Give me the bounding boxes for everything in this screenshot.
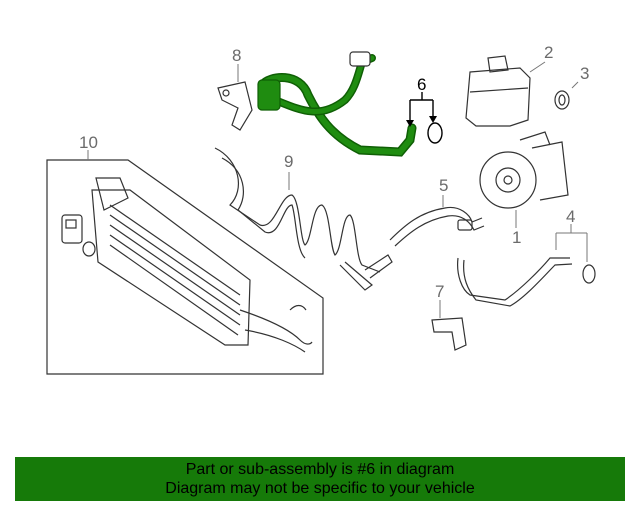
callout-7: 7: [435, 282, 444, 301]
callout-6-leader: [406, 92, 437, 127]
callout-4: 4: [566, 207, 575, 226]
reservoir: [465, 55, 531, 127]
pressure-hose-4: [457, 257, 596, 307]
tube-bracket: [214, 147, 393, 291]
pressure-hose-assembly: [257, 51, 443, 157]
cooler-assembly: [46, 150, 324, 375]
reservoir-cap: [554, 90, 570, 110]
cooler-bracket: [61, 214, 96, 257]
cooler-frame-box: [46, 159, 324, 375]
callout-2: 2: [544, 43, 553, 62]
banner-line-1: Part or sub-assembly is #6 in diagram: [185, 461, 455, 478]
callout-4-leader: [555, 224, 588, 262]
o-ring-6: [427, 122, 443, 144]
return-hose: [389, 206, 485, 247]
callout-8: 8: [232, 46, 241, 65]
power-steering-pump: [479, 131, 569, 209]
callout-9: 9: [284, 152, 293, 171]
mount-bracket-7: [431, 317, 467, 351]
info-banner: Part or sub-assembly is #6 in diagram Di…: [15, 457, 625, 501]
parts-diagram: 1 2 3 4 5 6 7 8 9 10: [46, 43, 596, 375]
banner-line-2: Diagram may not be specific to your vehi…: [165, 480, 475, 497]
callout-6: 6: [417, 75, 426, 94]
cooler-radiator: [91, 177, 313, 353]
callout-10: 10: [79, 133, 98, 152]
mount-bracket-8: [217, 81, 253, 131]
callout-1: 1: [512, 228, 521, 247]
callout-5: 5: [439, 176, 448, 195]
callout-3: 3: [580, 64, 589, 83]
